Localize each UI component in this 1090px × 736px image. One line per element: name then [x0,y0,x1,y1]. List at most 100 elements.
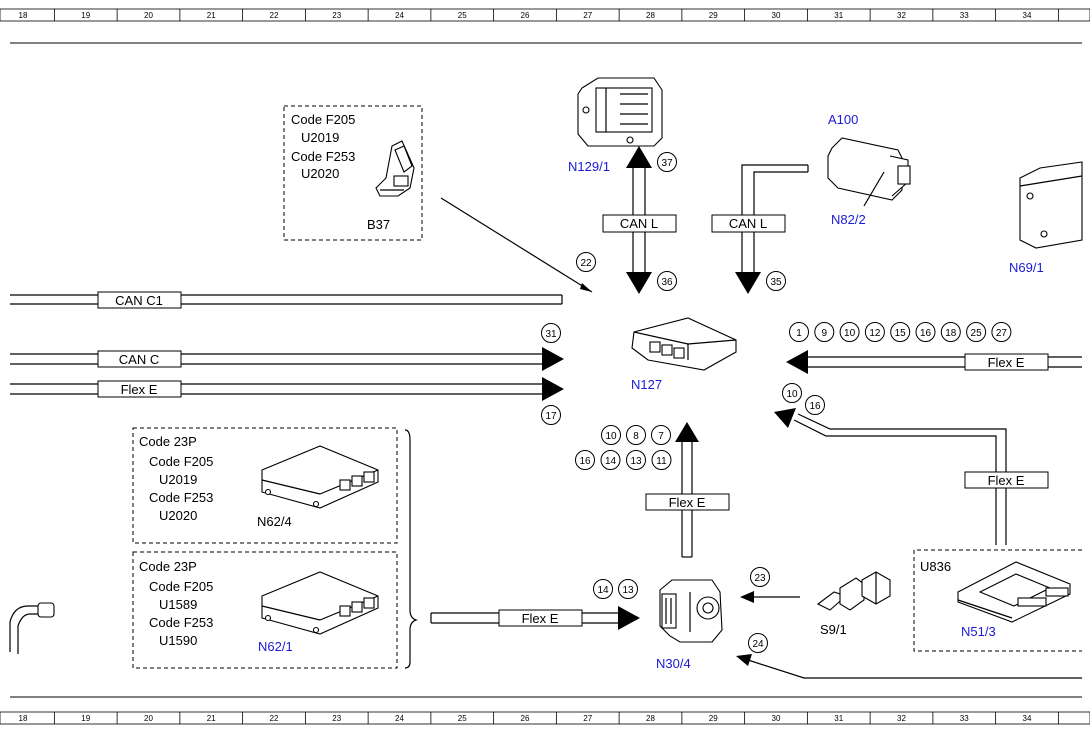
top-ruler-tick-label: 20 [144,11,153,20]
bottom-ruler-tick-label: 32 [897,714,906,723]
arrow-right-icon [618,606,640,630]
bottom-ruler-tick-label: 20 [144,714,153,723]
svg-text:10: 10 [786,389,798,400]
top-ruler-tick-label: 28 [646,11,655,20]
n51-3-label: N51/3 [961,624,996,639]
n82-2-label: N82/2 [831,212,866,227]
pin-1: 1 [789,322,809,342]
a100-label: A100 [828,112,858,127]
arrow-right-icon [542,377,564,401]
can-l-bus-2: CAN L [711,164,809,294]
pin-17: 17 [541,405,561,425]
pin-11: 11 [651,450,672,470]
n62-4-control-unit-icon [261,445,379,509]
svg-text:10: 10 [605,431,617,442]
pin-13: 13 [618,579,638,599]
pin-10b: 10 [782,383,802,403]
group-bracket [404,429,418,669]
arrow-down-icon [735,272,761,294]
top-ruler-tick-label: 34 [1023,11,1032,20]
bottom-ruler-tick-label: 18 [19,714,28,723]
top-ruler-tick-label: 33 [960,11,969,20]
svg-text:36: 36 [661,277,673,288]
svg-text:8: 8 [633,431,639,442]
svg-text:24: 24 [752,639,764,650]
n62-4-code-4: Code F253 [149,490,213,505]
arrow-left-icon [736,654,752,666]
pin-22: 22 [576,252,596,272]
bottom-ruler-tick-label: 30 [772,714,781,723]
pin-13: 13 [626,450,646,470]
n62-4-code-1: Code 23P [139,434,197,449]
svg-text:13: 13 [630,456,642,467]
bottom-ruler-tick-label: 25 [458,714,467,723]
can-c-bus: CAN C [10,347,564,371]
svg-text:13: 13 [622,585,634,596]
b37-code-4: U2020 [301,166,339,181]
flex-e-bottom-label: Flex E [522,611,559,626]
u836-signal-line [747,659,1082,679]
flex-e-left-bus: Flex E [10,377,564,401]
pin-31: 31 [541,323,561,343]
n62-1-code-1: Code 23P [139,559,197,574]
pin-10: 10 [839,322,860,342]
bottom-ruler-tick-label: 29 [709,714,718,723]
s9-1-label: S9/1 [820,622,847,637]
svg-text:7: 7 [658,431,664,442]
svg-text:31: 31 [545,329,557,340]
arrow-up-icon [675,422,699,442]
bottom-ruler-tick-label: 19 [81,714,90,723]
flex-e-mid-label: Flex E [669,495,706,510]
n129-1-label: N129/1 [568,159,610,174]
bottom-ruler-tick-label: 28 [646,714,655,723]
b37-label: B37 [367,217,390,232]
pin-10: 10 [601,425,621,445]
svg-text:11: 11 [656,456,667,467]
top-ruler-tick-label: 32 [897,11,906,20]
n62-1-frame: Code 23P Code F205 U1589 Code F253 U1590… [132,551,398,669]
n62-1-code-2: Code F205 [149,579,213,594]
bottom-ruler-tick-label: 24 [395,714,404,723]
svg-text:16: 16 [920,328,932,339]
flex-e-right-label: Flex E [988,355,1025,370]
top-ruler-tick-label: 21 [207,11,216,20]
bottom-ruler-tick-label: 27 [583,714,592,723]
n62-1-code-4: Code F253 [149,615,213,630]
pin-7: 7 [651,425,671,445]
svg-text:18: 18 [945,328,957,339]
top-ruler-tick-label: 26 [521,11,530,20]
pin-8: 8 [626,425,646,445]
bottom-ruler-tick-label: 23 [332,714,341,723]
bottom-ruler-tick-label: 31 [834,714,843,723]
svg-text:14: 14 [597,585,609,596]
can-c-label: CAN C [119,352,159,367]
pin-14: 14 [600,450,621,470]
n62-4-code-3: U2019 [159,472,197,487]
pin-24: 24 [748,633,768,653]
arrow-down-icon [626,272,652,294]
can-l-bus-1: CAN L [602,146,677,294]
pin-35: 35 [766,271,786,291]
n69-1-control-unit-icon [1019,161,1083,249]
n62-1-code-3: U1589 [159,597,197,612]
pin-16b: 16 [805,395,825,415]
svg-text:1: 1 [796,328,802,339]
b37-signal-line [440,197,593,293]
cable-connector-icon [9,602,55,654]
n62-1-control-unit-icon [261,571,379,635]
n62-4-label: N62/4 [257,514,292,529]
b37-arrowhead [580,283,592,292]
pin-9: 9 [814,322,835,342]
svg-text:12: 12 [869,328,881,339]
flex-e-lower-right-bus: Flex E [774,408,1049,545]
bottom-ruler-tick-label: 26 [521,714,530,723]
a100-battery-module-icon [827,137,911,207]
top-ruler-tick-label: 31 [834,11,843,20]
top-ruler-tick-label: 24 [395,11,404,20]
n51-3-control-unit-icon [957,561,1071,623]
top-ruler-tick-label: 23 [332,11,341,20]
n30-4-abs-unit-icon [659,579,723,643]
flex-e-left-label: Flex E [121,382,158,397]
